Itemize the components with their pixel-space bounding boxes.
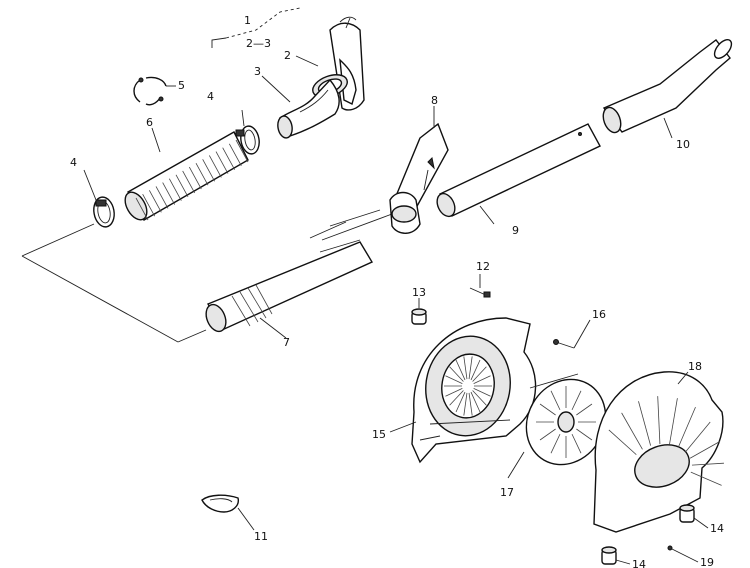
lower-pipe <box>205 239 374 333</box>
label-part-11: 11 <box>254 530 268 543</box>
detail-line <box>215 151 229 174</box>
rubber-cap-bottom <box>601 546 631 565</box>
detail-line <box>473 375 491 384</box>
fan-housing-front <box>411 317 537 464</box>
detail-line <box>669 398 678 445</box>
detail-line <box>539 403 556 416</box>
detail-line <box>468 356 473 380</box>
detail-line <box>571 433 582 454</box>
detail-line <box>182 170 196 194</box>
detail-line <box>657 396 661 445</box>
detail-line <box>188 166 202 190</box>
retaining-clip <box>133 76 176 106</box>
label-part-3: 3 <box>254 65 261 78</box>
label-part-7: 7 <box>283 336 290 349</box>
blower-outlet-frame <box>211 7 365 111</box>
assembly-outline <box>21 209 393 343</box>
label-part-15: 15 <box>372 428 386 441</box>
detail-line <box>690 471 722 486</box>
small-screw <box>667 545 691 559</box>
label-part-1-top: 1 <box>244 14 251 27</box>
detail-line <box>148 190 162 213</box>
detail-line <box>455 391 466 413</box>
detail-line <box>550 433 561 454</box>
detail-line <box>472 366 487 382</box>
label-part-4-mid: 4 <box>207 90 214 103</box>
screw <box>553 319 591 349</box>
label-part-19: 19 <box>700 556 714 568</box>
detail-line <box>472 390 487 406</box>
middle-pipe <box>436 123 601 218</box>
detail-line <box>449 390 464 406</box>
detail-line <box>539 428 556 441</box>
detail-line <box>235 139 249 163</box>
elbow-pipe <box>277 78 340 139</box>
detail-line <box>576 428 593 441</box>
handle-grip <box>389 122 449 234</box>
detail-line <box>468 392 473 416</box>
label-part-16: 16 <box>592 308 606 321</box>
detail-line <box>168 178 182 201</box>
gasket <box>201 494 255 531</box>
detail-line <box>463 392 468 416</box>
detail-line <box>689 440 721 459</box>
label-part-6: 6 <box>146 116 153 129</box>
detail-line <box>155 186 169 209</box>
detail-line <box>445 375 463 384</box>
detail-line <box>685 421 711 453</box>
label-part-18: 18 <box>688 360 702 373</box>
label-part-2-3: 2—3 <box>246 37 271 50</box>
bushing <box>411 298 427 325</box>
label-part-4-left: 4 <box>70 156 77 169</box>
detail-line <box>449 366 464 382</box>
label-part-10: 10 <box>676 138 690 151</box>
detail-line <box>162 182 176 205</box>
label-part-17: 17 <box>500 486 514 499</box>
label-part-14-bottom: 14 <box>632 558 646 568</box>
detail-line <box>470 359 481 381</box>
detail-line <box>208 155 222 178</box>
bolt <box>469 274 491 298</box>
fan-housing-rear <box>593 371 724 533</box>
hose-clamp-left <box>83 169 115 228</box>
detail-line <box>228 143 242 167</box>
detail-line <box>470 391 481 413</box>
detail-line <box>463 356 468 380</box>
label-part-8: 8 <box>431 94 438 107</box>
label-part-12: 12 <box>476 260 490 273</box>
detail-line <box>621 412 643 450</box>
part-labels: 1 2—3 2 3 5 4 6 4 8 10 9 7 12 13 16 18 1… <box>70 14 724 568</box>
detail-line <box>691 462 724 466</box>
detail-line <box>638 401 652 446</box>
detail-line <box>222 147 236 170</box>
rubber-cap-right <box>679 504 695 523</box>
detail-line <box>571 390 582 411</box>
detail-line <box>455 359 466 381</box>
flexible-hose <box>124 131 249 221</box>
hose-clamp-mid <box>235 109 260 155</box>
detail-line <box>175 174 189 197</box>
detail-line <box>195 163 209 186</box>
label-part-5: 5 <box>178 79 185 92</box>
detail-line <box>677 406 696 448</box>
nozzle-pipe <box>602 39 733 134</box>
detail-line <box>550 390 561 411</box>
detail-line <box>473 388 491 397</box>
label-part-2: 2 <box>284 49 291 62</box>
fan-impeller <box>525 373 607 466</box>
label-part-14-right: 14 <box>710 522 724 535</box>
detail-line <box>608 429 637 455</box>
label-part-9: 9 <box>512 224 519 237</box>
leader-lines <box>151 55 709 563</box>
detail-line <box>142 193 156 217</box>
detail-line <box>445 388 463 397</box>
detail-line <box>135 197 149 221</box>
label-part-13: 13 <box>412 286 426 299</box>
detail-line <box>576 403 593 416</box>
detail-line <box>202 159 216 182</box>
